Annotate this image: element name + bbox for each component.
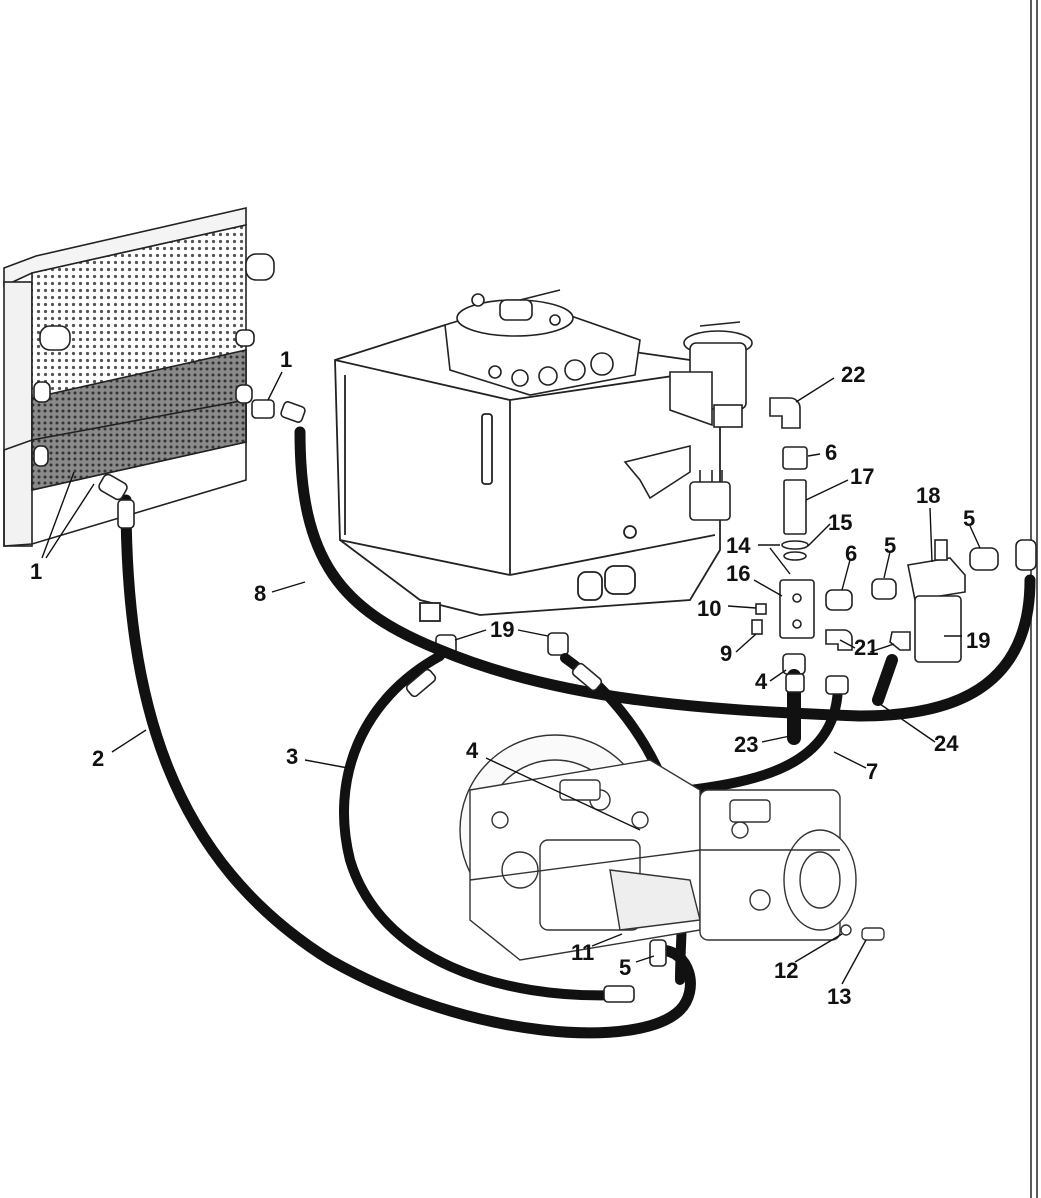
hose-24 xyxy=(872,654,898,706)
callout-4-fitting: 4 xyxy=(755,669,768,694)
right-border-line-outer xyxy=(1036,0,1038,1198)
callout-23: 23 xyxy=(734,732,759,757)
hose-8 xyxy=(294,426,1036,722)
callout-5-pump: 5 xyxy=(619,955,632,980)
tank-top-manifold xyxy=(444,289,641,396)
callout-13: 13 xyxy=(827,984,852,1009)
callout-6-mid: 6 xyxy=(845,541,858,566)
tank-return-filter xyxy=(669,321,753,428)
callout-2: 2 xyxy=(92,746,105,771)
callout-1-top: 1 xyxy=(280,347,293,372)
callout-19-filter: 19 xyxy=(966,628,991,653)
callout-12: 12 xyxy=(774,958,799,983)
callout-14: 14 xyxy=(726,533,751,558)
callout-10: 10 xyxy=(697,596,722,621)
hose-7 xyxy=(685,679,843,795)
callout-11: 11 xyxy=(571,940,595,965)
hoses xyxy=(120,426,1036,1039)
callout-24: 24 xyxy=(934,731,959,756)
hose-fittings xyxy=(98,399,1037,1003)
callout-16: 16 xyxy=(726,561,751,586)
callout-5-right: 5 xyxy=(963,506,976,531)
hose-2 xyxy=(120,494,696,1039)
callout-15: 15 xyxy=(828,510,853,535)
leader-lines xyxy=(41,371,981,985)
callout-17: 17 xyxy=(850,464,875,489)
callout-1-left: 1 xyxy=(30,559,43,584)
callout-21: 21 xyxy=(854,635,879,660)
oil-cooler xyxy=(3,206,275,547)
hose-3 xyxy=(339,651,625,1001)
callout-19-tank: 19 xyxy=(490,617,515,642)
callout-6-top: 6 xyxy=(825,440,838,465)
hydraulic-pump xyxy=(459,734,885,961)
callout-22: 22 xyxy=(841,362,866,387)
callout-18: 18 xyxy=(916,483,941,508)
callout-3: 3 xyxy=(286,744,299,769)
solenoid-bracket xyxy=(623,444,731,521)
callout-7: 7 xyxy=(866,759,879,784)
callout-5-mid: 5 xyxy=(884,533,897,558)
hydraulic-tank xyxy=(334,324,721,622)
callout-9: 9 xyxy=(720,641,733,666)
callout-4-pump: 4 xyxy=(466,738,479,763)
callout-8: 8 xyxy=(254,581,267,606)
